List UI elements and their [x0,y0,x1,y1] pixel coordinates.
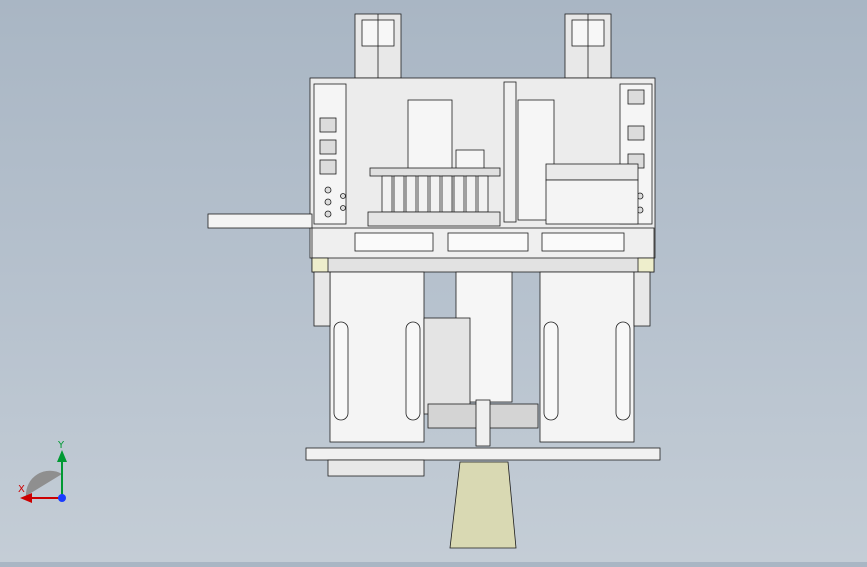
right-cylinder-block[interactable] [545,163,639,225]
side-rail [207,213,313,229]
left-lower-column[interactable] [313,271,425,443]
center-lift[interactable] [423,271,539,447]
right-connector-column [627,89,645,214]
left-yellow-pad [311,257,329,273]
x-axis-label: X [18,484,25,495]
yellow-fixture[interactable] [449,461,517,549]
y-axis-label: Y [57,440,65,451]
base-lower-tab [327,459,425,477]
right-lower-column[interactable] [539,271,651,443]
right-yellow-pad [637,257,655,273]
lower-cross-plate [311,257,655,273]
connector-strip[interactable] [311,227,655,261]
left-connector-column [319,117,346,218]
z-axis-dot-icon [58,494,66,502]
x-axis-arrow-icon [20,493,32,503]
y-axis-arrow-icon [57,450,67,462]
coordinate-triad-icon: X Y [18,440,67,503]
base-plate[interactable] [305,447,661,461]
valve-bank[interactable] [367,167,501,227]
